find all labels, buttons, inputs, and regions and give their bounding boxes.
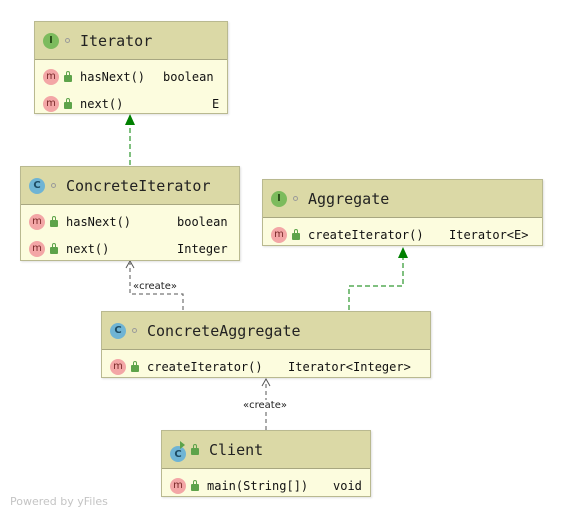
method-name: hasNext() (80, 69, 146, 84)
public-lock-icon (191, 443, 199, 455)
class-icon: C (110, 322, 126, 339)
class-header: C ConcreteAggregate (102, 312, 430, 350)
class-node-concreteaggregate[interactable]: C ConcreteAggregate m createIterator() I… (101, 311, 431, 378)
public-lock-icon (64, 97, 72, 109)
method-icon: m (43, 95, 59, 112)
method-row[interactable]: m next() Integer (21, 235, 239, 262)
edge-label-create: «create» (132, 281, 178, 292)
dependency-arrowhead (125, 259, 135, 269)
method-row[interactable]: m next() E (35, 90, 227, 117)
class-node-concreteiterator[interactable]: C ConcreteIterator m hasNext() boolean m… (20, 166, 240, 261)
class-name: ConcreteIterator (66, 176, 211, 195)
method-icon: m (271, 226, 287, 243)
realization-arrowhead (398, 247, 408, 258)
return-type: void (333, 478, 362, 493)
method-row[interactable]: m createIterator() Iterator<E> (263, 221, 542, 248)
package-visibility-icon (65, 38, 70, 43)
method-row[interactable]: m hasNext() boolean (35, 63, 227, 90)
dependency-edge-concreteaggregate-concreteiterator (129, 263, 184, 310)
method-row[interactable]: m createIterator() Iterator<Integer> (102, 353, 430, 380)
public-lock-icon (292, 228, 300, 240)
class-header: I Iterator (35, 22, 227, 60)
method-icon: m (29, 240, 45, 257)
method-row[interactable]: m main(String[]) void (162, 472, 370, 499)
return-type: Iterator<E> (449, 227, 529, 242)
class-header: C Client (162, 431, 370, 469)
dependency-arrowhead (261, 377, 271, 387)
run-icon (180, 440, 185, 449)
method-name: main(String[]) (207, 478, 309, 493)
class-name: Iterator (80, 31, 153, 50)
runnable-class-icon: C (170, 440, 186, 462)
public-lock-icon (64, 70, 72, 82)
method-name: next() (80, 96, 124, 111)
class-header: C ConcreteIterator (21, 167, 239, 205)
return-type: boolean (177, 214, 228, 229)
method-icon: m (29, 213, 45, 230)
class-name: ConcreteAggregate (147, 321, 301, 340)
method-name: createIterator() (147, 359, 263, 374)
return-type: boolean (163, 69, 214, 84)
realization-edge-concreteaggregate-aggregate (348, 258, 404, 310)
return-type: Integer (177, 241, 228, 256)
package-visibility-icon (51, 183, 56, 188)
public-lock-icon (131, 360, 139, 372)
return-type: E (212, 96, 220, 111)
return-type: Iterator<Integer> (288, 359, 411, 374)
class-name: Client (209, 440, 264, 459)
public-lock-icon (50, 242, 58, 254)
package-visibility-icon (132, 328, 137, 333)
method-icon: m (43, 68, 59, 85)
interface-icon: I (271, 190, 287, 207)
powered-by-watermark: Powered by yFiles (10, 495, 108, 508)
realization-arrowhead (125, 114, 135, 125)
public-lock-icon (50, 215, 58, 227)
package-visibility-icon (293, 196, 298, 201)
method-icon: m (110, 358, 126, 375)
method-row[interactable]: m hasNext() boolean (21, 208, 239, 235)
interface-icon: I (43, 32, 59, 49)
method-name: hasNext() (66, 214, 132, 229)
method-name: next() (66, 241, 110, 256)
class-header: I Aggregate (263, 180, 542, 218)
class-node-client[interactable]: C Client m main(String[]) void (161, 430, 371, 497)
method-name: createIterator() (308, 227, 424, 242)
class-icon: C (29, 177, 45, 194)
class-node-iterator[interactable]: I Iterator m hasNext() boolean m next() … (34, 21, 228, 114)
class-icon: C (170, 446, 186, 462)
method-icon: m (170, 477, 186, 494)
public-lock-icon (191, 479, 199, 491)
class-name: Aggregate (308, 189, 390, 208)
edge-label-create: «create» (242, 400, 288, 411)
class-node-aggregate[interactable]: I Aggregate m createIterator() Iterator<… (262, 179, 543, 246)
